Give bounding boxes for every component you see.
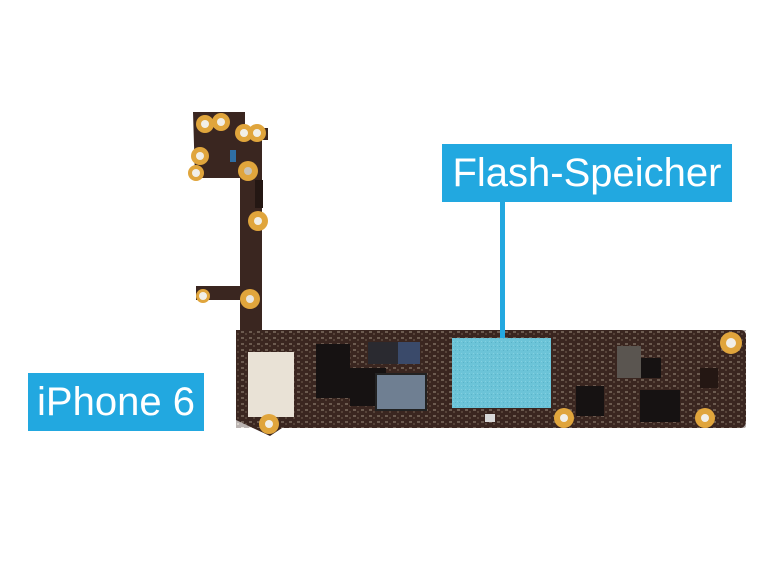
- device-label-text: iPhone 6: [37, 379, 195, 424]
- board-main: [236, 330, 746, 436]
- shield-module: [248, 352, 294, 417]
- flash-memory-label: Flash-Speicher: [442, 144, 732, 202]
- board-upper-arm: [188, 112, 268, 330]
- flash-leader-line: [500, 200, 505, 338]
- device-label: iPhone 6: [28, 373, 204, 431]
- flash-memory-label-text: Flash-Speicher: [452, 150, 722, 195]
- flash-memory-chip: [452, 338, 551, 408]
